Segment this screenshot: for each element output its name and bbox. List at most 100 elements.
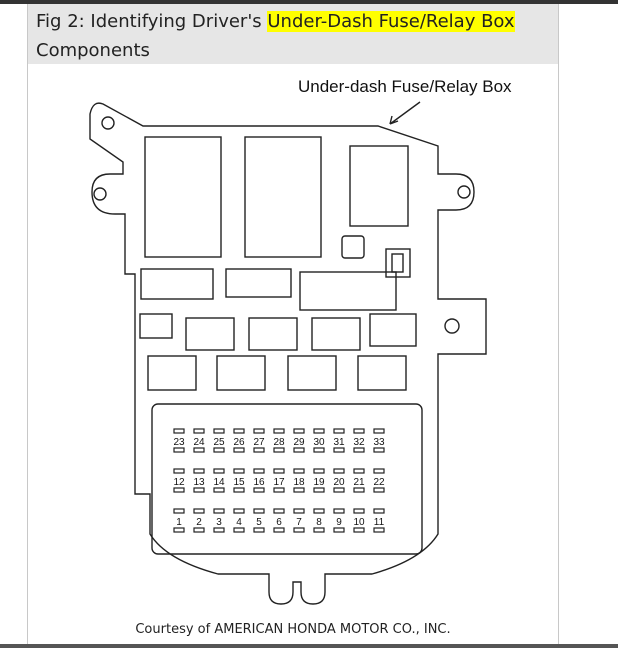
fuse-label-7: 7: [296, 517, 302, 528]
fuse-label-32: 32: [353, 437, 365, 448]
fuse-31-terminal-top: [333, 428, 345, 434]
fuse-label-20: 20: [333, 477, 345, 488]
fuse-label-19: 19: [313, 477, 325, 488]
small-component-1: [341, 235, 365, 259]
fuse-9-terminal-bottom: [333, 527, 345, 533]
fuse-16-terminal-top: [253, 468, 265, 474]
fuse-17-terminal-bottom: [273, 487, 285, 493]
fuse-13-terminal-top: [193, 468, 205, 474]
callout-label: Under-dash Fuse/Relay Box: [298, 77, 512, 96]
relay-lower-1: [147, 355, 197, 391]
fuse-label-28: 28: [273, 437, 285, 448]
fuse-6-terminal-bottom: [273, 527, 285, 533]
fuse-panel: [151, 403, 423, 555]
fuse-label-14: 14: [213, 477, 225, 488]
mount-hole-top-left: [101, 116, 115, 130]
fuse-9-terminal-top: [333, 508, 345, 514]
fuse-label-15: 15: [233, 477, 245, 488]
fuse-14-terminal-bottom: [213, 487, 225, 493]
fuse-label-26: 26: [233, 437, 245, 448]
fuse-23-terminal-bottom: [173, 447, 185, 453]
relay-small-4: [311, 317, 361, 351]
fuse-15-terminal-top: [233, 468, 245, 474]
fuse-label-11: 11: [374, 517, 385, 528]
fuse-22-terminal-top: [373, 468, 385, 474]
fuse-31-terminal-bottom: [333, 447, 345, 453]
fuse-4-terminal-bottom: [233, 527, 245, 533]
fuse-label-23: 23: [173, 437, 185, 448]
mount-hole-left: [93, 187, 107, 201]
connector-1: [140, 268, 214, 300]
fuse-17-terminal-top: [273, 468, 285, 474]
fuse-label-17: 17: [273, 477, 285, 488]
top-bar: [0, 0, 618, 4]
relay-large-1: [144, 136, 222, 258]
caption-suffix: Components: [36, 40, 150, 61]
fuse-10-terminal-bottom: [353, 527, 365, 533]
fuse-label-6: 6: [276, 517, 282, 528]
fuse-label-24: 24: [193, 437, 205, 448]
fuse-30-terminal-bottom: [313, 447, 325, 453]
fuse-24-terminal-top: [193, 428, 205, 434]
fuse-20-terminal-top: [333, 468, 345, 474]
fuse-label-16: 16: [253, 477, 265, 488]
mount-hole-right: [457, 185, 471, 199]
connector-3: [299, 271, 397, 311]
fuse-22-terminal-bottom: [373, 487, 385, 493]
fuse-label-2: 2: [196, 517, 202, 528]
fuse-7-terminal-top: [293, 508, 305, 514]
fuse-2-terminal-top: [193, 508, 205, 514]
fuse-4-terminal-top: [233, 508, 245, 514]
fuse-23-terminal-top: [173, 428, 185, 434]
fuse-25-terminal-bottom: [213, 447, 225, 453]
relay-lower-3: [287, 355, 337, 391]
fuse-15-terminal-bottom: [233, 487, 245, 493]
fuse-1-terminal-top: [173, 508, 185, 514]
relay-small-5: [369, 313, 417, 347]
fuse-label-10: 10: [353, 517, 365, 528]
fuse-label-27: 27: [253, 437, 265, 448]
fuse-label-31: 31: [333, 437, 345, 448]
fuse-10-terminal-top: [353, 508, 365, 514]
fuse-25-terminal-top: [213, 428, 225, 434]
figure-caption: Fig 2: Identifying Driver's Under-Dash F…: [28, 4, 558, 64]
fuse-5-terminal-bottom: [253, 527, 265, 533]
bottom-bar: [0, 644, 618, 648]
fuse-2-terminal-bottom: [193, 527, 205, 533]
relay-small-1: [139, 313, 173, 339]
fuse-14-terminal-top: [213, 468, 225, 474]
fuse-11-terminal-top: [373, 508, 385, 514]
fuse-label-12: 12: [173, 477, 185, 488]
fuse-label-21: 21: [353, 477, 365, 488]
fuse-label-13: 13: [193, 477, 205, 488]
small-component-2: [385, 248, 411, 278]
fuse-12-terminal-bottom: [173, 487, 185, 493]
fuse-18-terminal-bottom: [293, 487, 305, 493]
fuse-11-terminal-bottom: [373, 527, 385, 533]
fuse-label-3: 3: [216, 517, 222, 528]
fuse-box-outline: [89, 102, 487, 605]
fuse-12-terminal-top: [173, 468, 185, 474]
fuse-3-terminal-top: [213, 508, 225, 514]
fuse-27-terminal-top: [253, 428, 265, 434]
fuse-6-terminal-top: [273, 508, 285, 514]
fuse-label-22: 22: [373, 477, 385, 488]
fuse-label-8: 8: [316, 517, 322, 528]
fuse-21-terminal-top: [353, 468, 365, 474]
fuse-33-terminal-bottom: [373, 447, 385, 453]
relay-lower-4: [357, 355, 407, 391]
fuse-20-terminal-bottom: [333, 487, 345, 493]
relay-large-2: [244, 136, 322, 258]
fuse-label-25: 25: [213, 437, 225, 448]
figure-frame: Fig 2: Identifying Driver's Under-Dash F…: [27, 4, 559, 644]
fuse-26-terminal-top: [233, 428, 245, 434]
fuse-32-terminal-bottom: [353, 447, 365, 453]
mount-hole-side: [444, 318, 460, 334]
fuse-label-5: 5: [256, 517, 262, 528]
caption-prefix: Fig 2: Identifying Driver's: [36, 11, 268, 32]
fuse-8-terminal-bottom: [313, 527, 325, 533]
caption-text: Fig 2: Identifying Driver's Under-Dash F…: [36, 7, 551, 65]
fuse-30-terminal-top: [313, 428, 325, 434]
fuse-27-terminal-bottom: [253, 447, 265, 453]
